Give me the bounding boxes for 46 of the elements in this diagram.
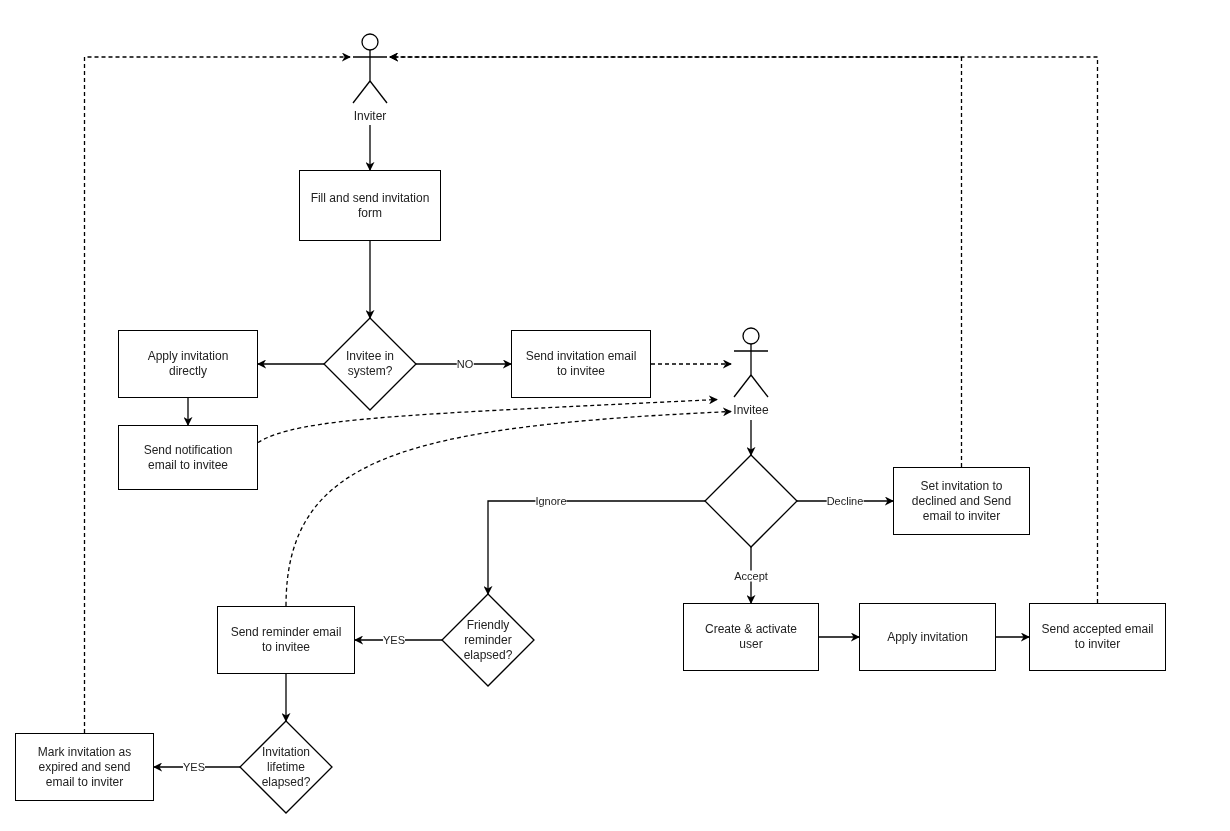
decision-text: Invitee in system? [345,349,395,379]
edge-label: NO [456,358,474,370]
actor-label: Invitee [732,403,770,417]
process-box [859,603,996,671]
decision-text: Friendly reminder elapsed? [462,617,514,663]
box-text: Mark invitation as expired and send email to inviter [36,744,133,790]
dashed-arrow [83,52,351,734]
edge-label: Ignore [535,495,567,507]
arrow [746,419,756,456]
arrow [281,673,291,722]
edge-label: YES [383,634,405,646]
arrow [483,500,706,595]
dashed-arrow [650,359,732,369]
dashed-arrow [389,52,1099,604]
arrow [183,397,193,426]
box-text: Apply invitation directly [146,349,230,379]
dashed-arrow [285,407,732,607]
edge-label: Accept [734,570,768,582]
box-text: Create & activate user [703,622,798,652]
process-box [1029,603,1166,671]
dashed-arrow [257,395,718,444]
arrow [365,124,375,171]
box-text: Send accepted email to inviter [1040,622,1155,652]
process-box [15,733,154,801]
arrow [415,359,512,369]
process-box [118,425,258,490]
process-box [511,330,651,398]
arrow [365,240,375,319]
box-text: Set invitation to declined and Send email to inviter [910,478,1013,524]
process-box [299,170,441,241]
actor-label: Inviter [352,109,388,123]
process-box [217,606,355,674]
arrow [257,359,325,369]
box-text: Send reminder email to invitee [229,625,343,655]
arrow [818,632,860,642]
process-box [893,467,1030,535]
box-text: Send notification email to invitee [142,442,234,473]
box-text: Apply invitation [887,629,968,645]
box-text: Send invitation email to invitee [524,349,638,379]
arrow [995,632,1030,642]
edge-label: Decline [826,495,864,507]
decision-text: Invitation lifetime elapsed? [260,744,312,790]
process-box [683,603,819,671]
process-box [118,330,258,398]
box-text: Fill and send invitation form [309,190,431,221]
edge-label: YES [183,761,205,773]
